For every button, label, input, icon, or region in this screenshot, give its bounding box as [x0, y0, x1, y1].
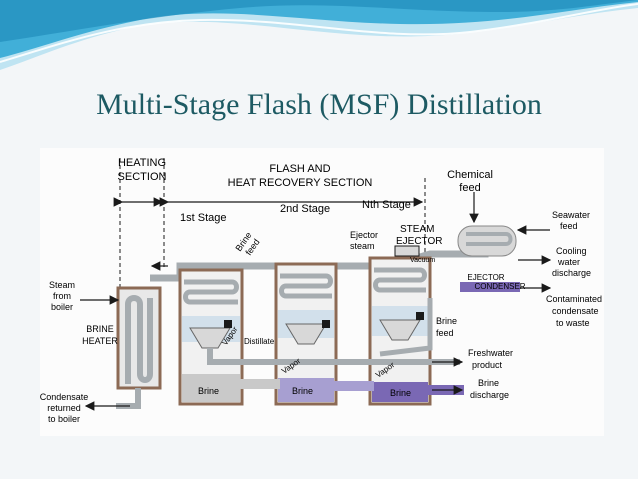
heating-label-line2: SECTION [118, 171, 167, 183]
msf-diagram: HEATING SECTION FLASH AND HEAT RECOVERY … [40, 148, 604, 436]
freshwater-label-1: Freshwater [468, 348, 513, 358]
brine-pool-label-2: Brine [292, 386, 313, 396]
stage-1-tray [189, 327, 231, 349]
stage-n-tray [379, 319, 421, 341]
brine-heater-label-2: HEATER [82, 336, 118, 346]
stage-n-label: Nth Stage [362, 199, 411, 211]
brine-discharge-label-2: discharge [470, 390, 509, 400]
ejector-condenser-label-1: EJECTOR [467, 273, 504, 282]
freshwater-label-2: product [472, 360, 503, 370]
heating-label-line1: HEATING [118, 157, 166, 169]
brine-discharge-label-1: Brine [478, 378, 499, 388]
brine-feed-return [379, 298, 433, 357]
condenser-coil [466, 232, 513, 246]
cooling-label-2: water [557, 257, 580, 267]
seawater-label-2: feed [560, 221, 578, 231]
stage-2-tray [285, 323, 327, 345]
steam-from-boiler-3: boiler [51, 302, 73, 312]
steam-ejector-label-1: STEAM [400, 224, 434, 235]
contaminated-label-1: Contaminated [546, 294, 602, 304]
vacuum-label: Vacuum [410, 257, 435, 264]
stage-n-distillate-box [416, 312, 424, 320]
diagram-canvas: HEATING SECTION FLASH AND HEAT RECOVERY … [40, 157, 602, 424]
stage-1-brine-pool [182, 374, 240, 402]
stage-1-distillate-box [224, 320, 232, 328]
steam-ejector-label-2: EJECTOR [396, 236, 443, 247]
stage-1-label: 1st Stage [180, 212, 226, 224]
ejector-condenser [457, 225, 517, 257]
slide-title: Multi-Stage Flash (MSF) Distillation [96, 88, 542, 121]
brine-pool-label-1: Brine [198, 386, 219, 396]
stage-n-brine-pool [372, 382, 428, 402]
chemical-feed-label-2: feed [459, 182, 480, 194]
brine-pool-label-3: Brine [390, 388, 411, 398]
distillate-label: Distillate [244, 337, 275, 346]
heater-coil [125, 295, 153, 384]
brine-feed-right-1: Brine [436, 316, 457, 326]
contaminated-label-2: condensate [552, 306, 599, 316]
chemical-feed-label-1: Chemical [447, 169, 493, 181]
steam-from-boiler-2: from [53, 291, 71, 301]
condensate-returned-1: Condensate [40, 392, 88, 402]
stage-2-label: 2nd Stage [280, 203, 330, 215]
stage-2-coil [279, 273, 333, 299]
brine-feed-right-2: feed [436, 328, 454, 338]
stage-2-brine-pool [278, 378, 334, 402]
condensate-returned-2: returned [47, 403, 81, 413]
condensate-returned-3: to boiler [48, 414, 80, 424]
steam-ejector [394, 245, 420, 257]
condenser-outflow [460, 282, 520, 292]
flash-label-line2: HEAT RECOVERY SECTION [228, 177, 373, 189]
seawater-label-1: Seawater [552, 210, 590, 220]
cooling-label-3: discharge [552, 268, 591, 278]
ejector-steam-label-2: steam [350, 241, 375, 251]
steam-from-boiler-1: Steam [49, 280, 75, 290]
brine-heater-label-1: BRINE [86, 324, 114, 334]
cooling-label-1: Cooling [556, 246, 587, 256]
stage-1-coil [183, 279, 239, 305]
header-wave [0, 0, 638, 80]
ejector-condenser-label-2: CONDENSER [474, 282, 525, 291]
flash-label-line1: FLASH AND [269, 163, 330, 175]
stage-2-distillate-box [322, 320, 330, 328]
condensate-line [116, 388, 141, 409]
ejector-steam-label-1: Ejector [350, 230, 378, 240]
stage-n-coil [373, 267, 427, 293]
contaminated-label-3: to waste [556, 318, 590, 328]
